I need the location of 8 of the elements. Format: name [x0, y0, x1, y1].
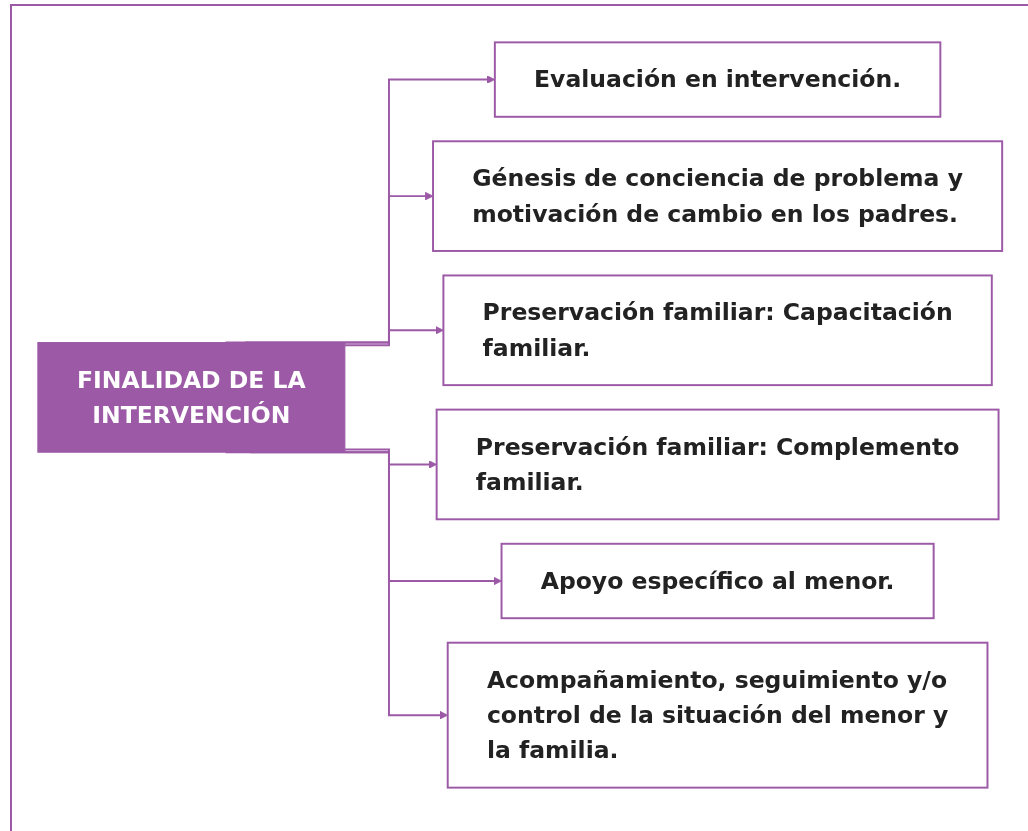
node-box: Génesis de conciencia de problema y motivación de cambio en los padres. [432, 140, 1004, 252]
node-box: Apoyo específico al menor. [500, 542, 935, 620]
node-box: Evaluación en intervención. [493, 41, 942, 118]
arrow [343, 326, 444, 347]
node-box: Preservación familiar: Capacitación familiar. [442, 274, 993, 387]
node-box: Preservación familiar: Complemento familiar. [435, 408, 1000, 521]
node-box: FINALIDAD DE LA INTERVENCIÓN [37, 342, 346, 453]
node-box: Acompañamiento, seguimiento y/o control de la situación del menor y la familia. [446, 641, 989, 789]
